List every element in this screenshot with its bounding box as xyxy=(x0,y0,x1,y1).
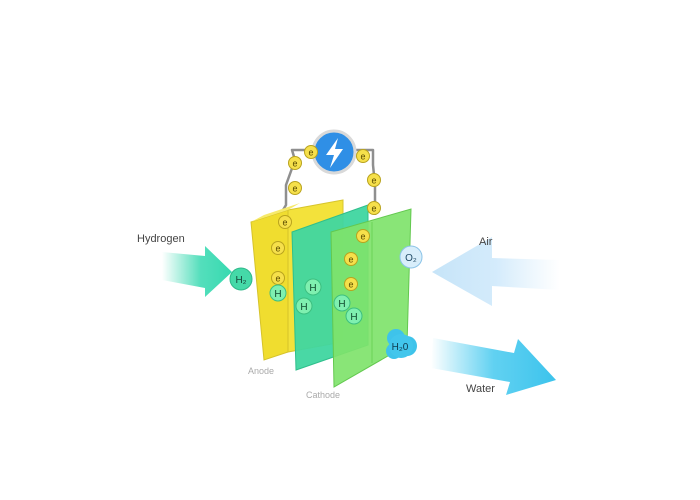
electron: e xyxy=(344,277,358,291)
electron: e xyxy=(278,215,292,229)
electron: e xyxy=(344,252,358,266)
h2o-molecule: H₂0 xyxy=(386,329,417,359)
electron: e xyxy=(288,156,302,170)
power-source xyxy=(311,129,357,175)
proton: H xyxy=(333,294,351,312)
electron: e xyxy=(288,181,302,195)
proton-label: H xyxy=(309,283,316,294)
proton: H xyxy=(269,284,287,302)
electron-label: e xyxy=(308,148,313,158)
electron-label: e xyxy=(292,184,297,194)
proton-label: H xyxy=(300,302,307,313)
electron: e xyxy=(271,241,285,255)
h2o-label: H₂0 xyxy=(392,342,409,353)
anode-label: Anode xyxy=(248,366,274,376)
h2-molecule: H₂ xyxy=(229,267,253,291)
electron-label: e xyxy=(275,274,280,284)
proton: H xyxy=(295,297,313,315)
electron-label: e xyxy=(348,280,353,290)
electron: e xyxy=(356,149,370,163)
electron-label: e xyxy=(275,244,280,254)
proton: H xyxy=(345,307,363,325)
electron: e xyxy=(367,173,381,187)
electron: e xyxy=(271,271,285,285)
electron-label: e xyxy=(282,218,287,228)
electron-label: e xyxy=(371,176,376,186)
electron-label: e xyxy=(360,152,365,162)
electron-label: e xyxy=(371,204,376,214)
proton-label: H xyxy=(350,312,357,323)
hydrogen-inflow-arrow xyxy=(162,246,232,297)
electron: e xyxy=(356,229,370,243)
electron-label: e xyxy=(360,232,365,242)
proton: H xyxy=(304,278,322,296)
o2-molecule: O₂ xyxy=(399,245,423,269)
h2-label: H₂ xyxy=(235,275,246,286)
water-outflow-arrow xyxy=(431,338,556,395)
hydrogen-label: Hydrogen xyxy=(137,233,185,245)
air-inflow-arrow xyxy=(432,237,560,306)
electrons: e e e e e e e e e e e e xyxy=(271,145,381,291)
electron: e xyxy=(304,145,318,159)
proton-label: H xyxy=(338,299,345,310)
o2-label: O₂ xyxy=(405,253,417,264)
electron-label: e xyxy=(348,255,353,265)
electron-label: e xyxy=(292,159,297,169)
proton-label: H xyxy=(274,289,281,300)
air-label: Air xyxy=(479,236,493,248)
cathode-label: Cathode xyxy=(306,390,340,400)
water-label: Water xyxy=(466,383,495,395)
electron: e xyxy=(367,201,381,215)
